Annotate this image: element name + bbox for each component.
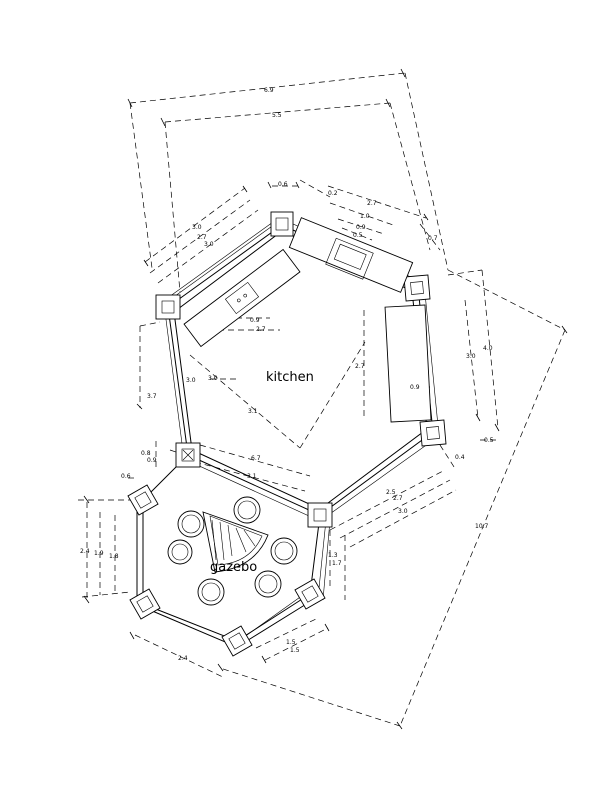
dim-label: 0.8 xyxy=(141,450,151,457)
dim-label: 6.9 xyxy=(264,87,274,94)
dim-label: 1.5 xyxy=(286,639,296,646)
dim-label: 6.7 xyxy=(251,455,261,462)
dim-label: 3.0 xyxy=(398,508,408,515)
dim-label: 3.7 xyxy=(147,393,157,400)
post-gazebo-left-top xyxy=(127,484,159,516)
gazebo-seats xyxy=(167,496,298,606)
dim-label: 0.9 xyxy=(147,457,157,464)
dim-label: 2.4 xyxy=(80,548,90,555)
post-gazebo-right xyxy=(294,578,326,610)
posts xyxy=(127,211,447,657)
dim-label: 0.6 xyxy=(121,473,131,480)
dim-label: 0.7 xyxy=(428,235,438,242)
dim-label: 0.5 xyxy=(353,232,363,239)
post-top xyxy=(270,211,294,237)
post-right-top xyxy=(403,274,431,302)
dim-label: 2.7 xyxy=(367,200,377,207)
range-counter xyxy=(288,217,414,293)
dim-label: 3.1 xyxy=(247,473,257,480)
dim-label: 3.0 xyxy=(192,224,202,231)
dim-label: 0.9 xyxy=(356,224,366,231)
dim-label: 3.0 xyxy=(208,375,218,382)
post-center-bottom xyxy=(307,502,333,528)
dimension-lines xyxy=(78,68,568,730)
dim-label: 10.7 xyxy=(475,523,489,530)
post-gazebo-bottom xyxy=(221,625,253,657)
sink-counter xyxy=(183,248,301,348)
island-counter xyxy=(384,304,432,423)
dim-label: 4.0 xyxy=(483,345,493,352)
dim-label: 1.9 xyxy=(94,550,104,557)
post-right-bottom xyxy=(419,419,447,447)
dim-label: 0.6 xyxy=(278,181,288,188)
dim-label: 0.5 xyxy=(484,437,494,444)
dim-label: 3.0 xyxy=(466,353,476,360)
room-label-kitchen: kitchen xyxy=(266,370,314,385)
dim-label: 2.4 xyxy=(178,655,188,662)
dim-label: 0.9 xyxy=(250,317,260,324)
dim-label: 1.5 xyxy=(290,647,300,654)
dim-label: 2.7 xyxy=(256,326,266,333)
dim-label: 2.7 xyxy=(355,363,365,370)
gazebo-table xyxy=(202,511,269,573)
post-upper-left xyxy=(155,294,181,320)
dim-label: 0.2 xyxy=(328,190,338,197)
dim-label: 0.4 xyxy=(455,454,465,461)
room-label-gazebo: gazebo xyxy=(210,560,257,575)
dim-label: 3.0 xyxy=(186,377,196,384)
dim-label: 2.5 xyxy=(386,489,396,496)
dim-label: 2.7 xyxy=(393,495,403,502)
dim-label: 1.7 xyxy=(332,560,342,567)
dim-label: 1.8 xyxy=(109,553,119,560)
dimension-labels: 6.9 5.5 3.0 2.7 3.0 0.6 0.2 2.7 1.0 0.9 … xyxy=(80,87,494,662)
dim-label: 3.0 xyxy=(204,241,214,248)
dim-label: 3.1 xyxy=(248,408,258,415)
post-left-bottom xyxy=(175,442,201,468)
dim-label: 5.5 xyxy=(272,112,282,119)
dim-label: 1.0 xyxy=(360,213,370,220)
dim-label: 0.9 xyxy=(410,384,420,391)
dim-label: 1.3 xyxy=(328,552,338,559)
dim-label: 2.7 xyxy=(197,234,207,241)
post-gazebo-left-bottom xyxy=(129,588,161,620)
